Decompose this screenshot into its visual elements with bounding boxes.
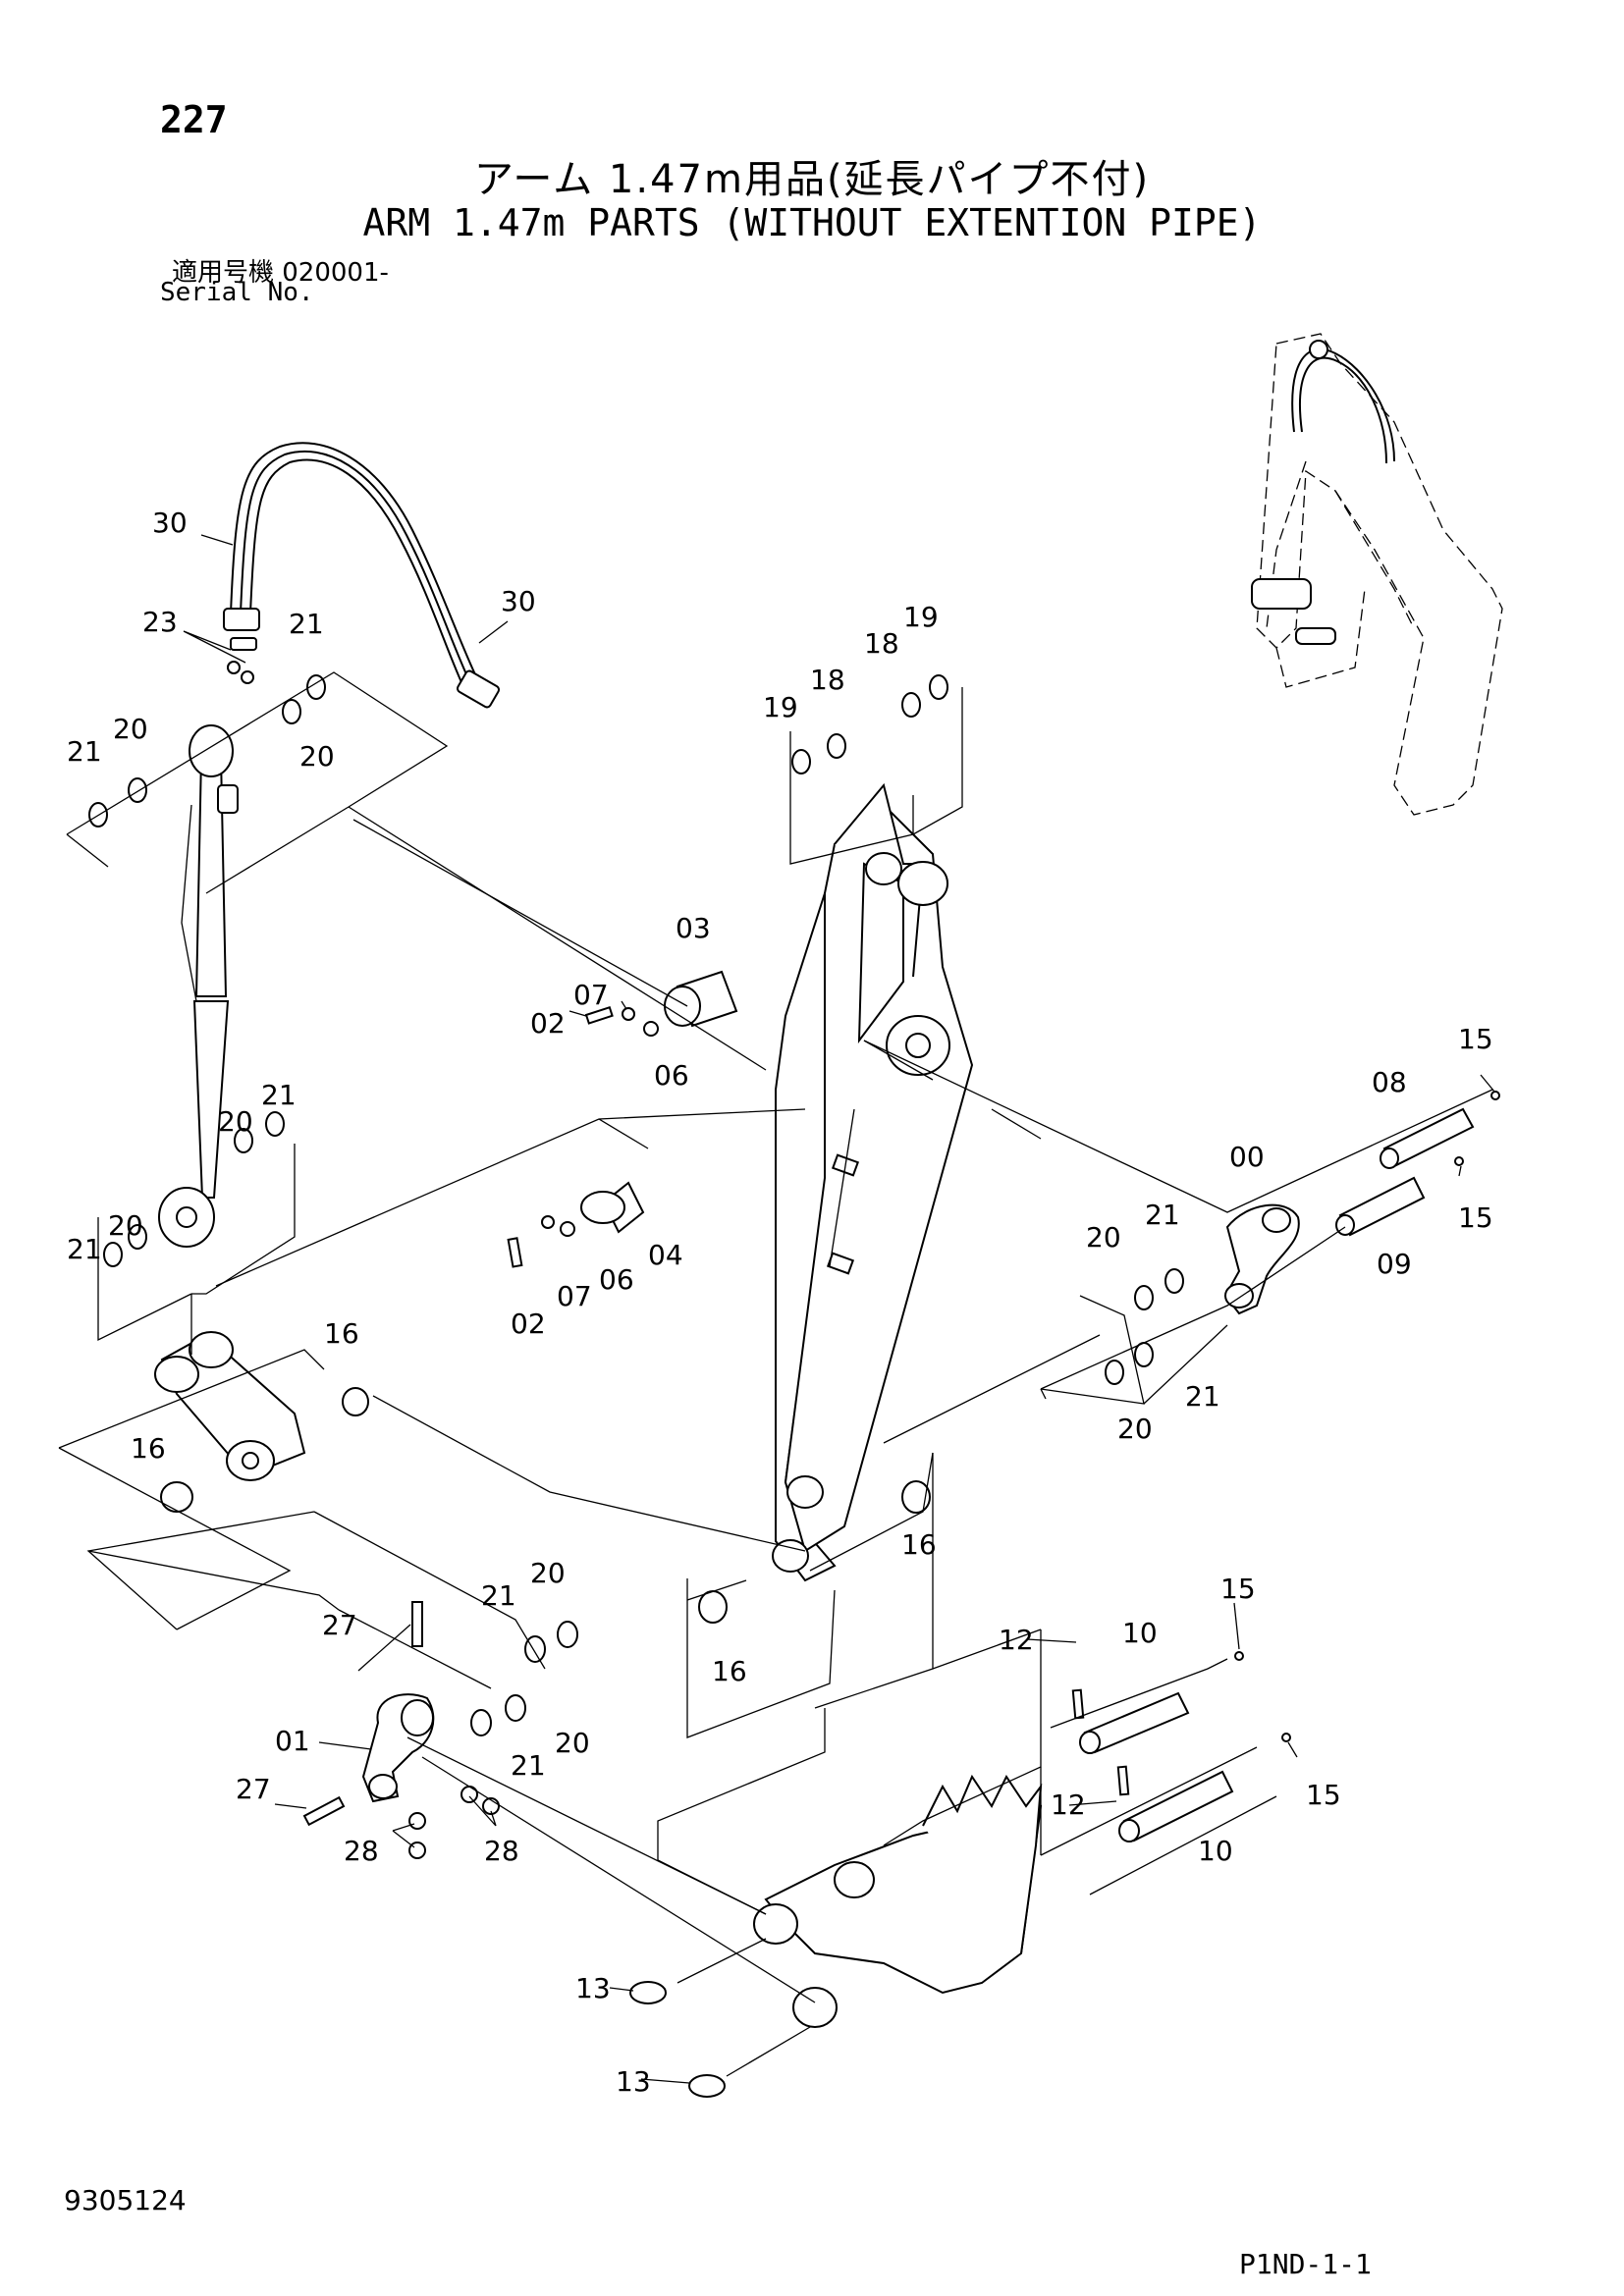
callout: 19 [763, 691, 798, 723]
callout: 10 [1122, 1617, 1158, 1649]
callout: 15 [1220, 1573, 1256, 1605]
callout: 28 [344, 1835, 379, 1867]
callout: 20 [108, 1209, 143, 1242]
arm-link [154, 1331, 306, 1481]
callout: 06 [599, 1263, 634, 1296]
callout: 07 [573, 979, 609, 1011]
arm-body [772, 782, 974, 1582]
callout: 21 [481, 1579, 516, 1612]
callout: 20 [530, 1557, 566, 1589]
callout: 16 [712, 1655, 747, 1687]
callout: 30 [152, 507, 188, 539]
callout: 18 [864, 627, 899, 660]
callout: 20 [555, 1727, 590, 1759]
location-inset [1251, 333, 1503, 816]
serial-label-japanese: 適用号機 020001- [172, 258, 389, 288]
hydraulic-hoses [223, 442, 500, 709]
callout: 15 [1458, 1201, 1493, 1234]
callout: 15 [1306, 1779, 1341, 1811]
callout: 20 [1117, 1413, 1153, 1445]
bucket [753, 1774, 1043, 2028]
callout: 16 [901, 1528, 937, 1561]
callout-labels: 30 30 23 21 21 20 20 19 18 19 18 03 07 0… [67, 507, 1493, 2098]
bracket-01 [361, 1693, 435, 1803]
callout: 27 [322, 1609, 357, 1641]
callout: 03 [676, 912, 711, 944]
callout: 10 [1198, 1835, 1233, 1867]
callout: 02 [530, 1007, 566, 1040]
callout: 21 [67, 735, 102, 768]
callout: 21 [1145, 1199, 1180, 1231]
page-code: P1ND-1-1 [1239, 2248, 1372, 2280]
title-japanese: アーム 1.47m用品(延長パイプ不付) [473, 157, 1151, 202]
callout: 20 [113, 713, 148, 745]
callout: 20 [218, 1105, 253, 1138]
leader-lines [58, 671, 1493, 2077]
callout: 02 [511, 1308, 546, 1340]
callout: 19 [903, 601, 939, 633]
hardware [88, 637, 1500, 2098]
callout: 27 [236, 1773, 271, 1805]
callout: 07 [557, 1280, 592, 1312]
callout: 01 [275, 1725, 310, 1757]
serial-label: Serial No. [160, 278, 314, 307]
callout: 18 [810, 664, 845, 696]
callout: 20 [1086, 1221, 1121, 1254]
callout: 06 [654, 1059, 689, 1092]
callout: 16 [131, 1432, 166, 1465]
callout: 23 [142, 606, 178, 638]
callout: 21 [511, 1749, 546, 1782]
callout: 09 [1377, 1248, 1412, 1280]
pins [580, 970, 1475, 1842]
bucket-link-00 [1223, 1203, 1300, 1315]
callout: 04 [648, 1239, 683, 1271]
callout: 21 [67, 1233, 102, 1265]
callout: 21 [261, 1079, 297, 1111]
callout: 15 [1458, 1023, 1493, 1055]
callout: 08 [1372, 1066, 1407, 1098]
callout: 20 [299, 740, 335, 773]
callout: 13 [616, 2065, 651, 2098]
callout: 13 [575, 1972, 611, 2004]
callout-leaders [183, 534, 1495, 2084]
callout: 21 [289, 608, 324, 640]
callout: 12 [1051, 1789, 1086, 1821]
callout: 16 [324, 1317, 359, 1350]
callout: 21 [1185, 1380, 1220, 1413]
callout: 12 [999, 1624, 1034, 1656]
callout: 00 [1229, 1141, 1265, 1173]
arm-cylinder [158, 724, 239, 1248]
callout: 30 [501, 585, 536, 617]
callout: 28 [484, 1835, 519, 1867]
title-english: ARM 1.47m PARTS (WITHOUT EXTENTION PIPE) [362, 201, 1262, 244]
page-number: 227 [160, 98, 228, 141]
drawing-number: 9305124 [64, 2184, 187, 2216]
